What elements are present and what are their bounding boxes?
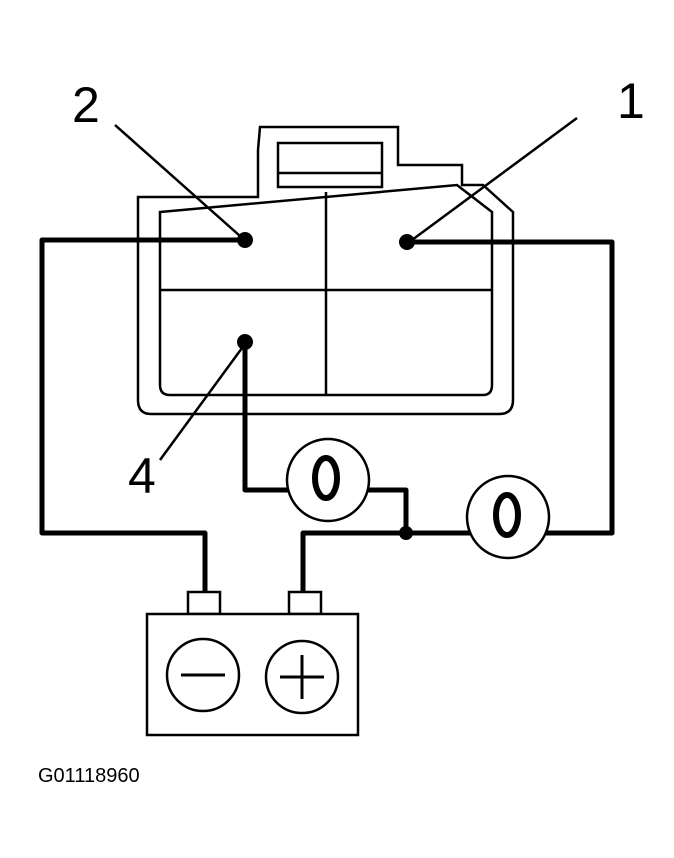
test-lamp-lower (465, 474, 551, 560)
minus-icon (165, 637, 241, 713)
leader-line-4 (158, 347, 244, 461)
terminal-4-dot (237, 334, 253, 350)
leader-line-1 (411, 116, 578, 242)
negative-wire (39, 237, 248, 601)
test-lamp-upper (285, 437, 371, 523)
battery-body (145, 612, 360, 737)
wire-junction (399, 526, 413, 540)
terminal-2-dot (237, 232, 253, 248)
terminal-4-label: 4 (128, 448, 156, 504)
positive-wire (300, 239, 615, 601)
plus-icon (264, 639, 340, 715)
terminal-1-label: 1 (617, 73, 645, 129)
battery (145, 590, 360, 737)
leader-line-2 (114, 124, 241, 237)
terminal-2-label: 2 (72, 77, 100, 133)
figure-code: G01118960 (38, 765, 140, 787)
relay-connector (136, 125, 515, 416)
negative-post (186, 590, 222, 616)
positive-post (287, 590, 323, 616)
terminal-1-dot (399, 234, 415, 250)
